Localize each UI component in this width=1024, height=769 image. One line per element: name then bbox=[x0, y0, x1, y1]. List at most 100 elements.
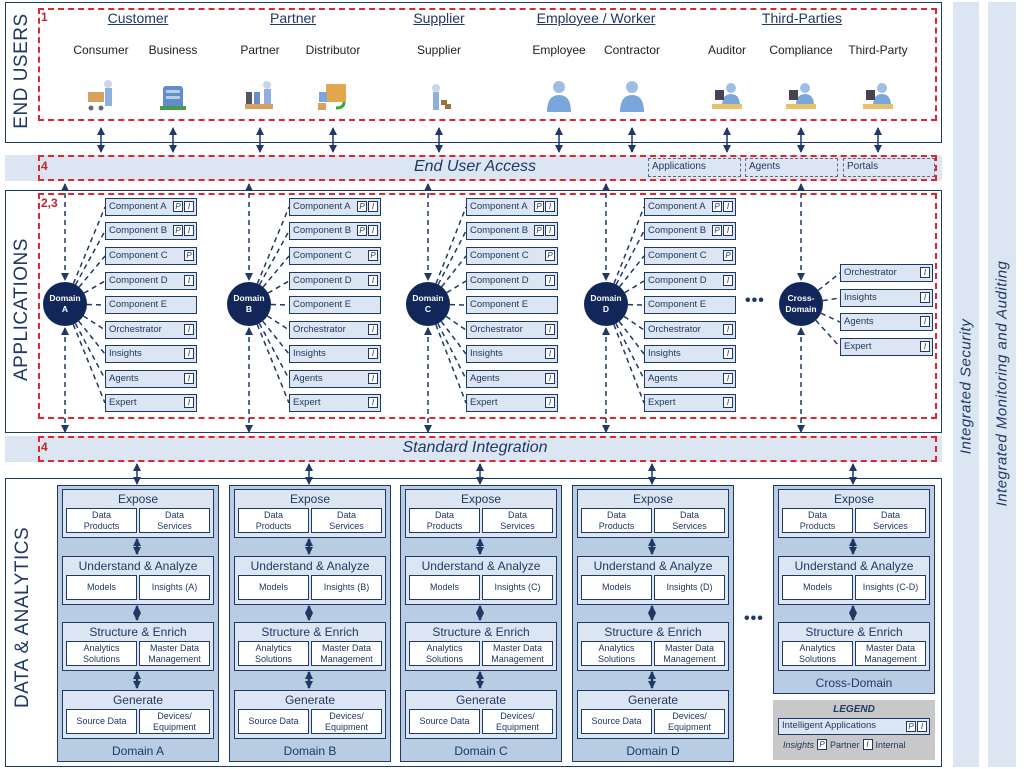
layer-item-insights[interactable]: Insights (B) bbox=[311, 575, 382, 600]
layer-item[interactable]: Models bbox=[238, 575, 309, 600]
layer-item[interactable]: Analytics Solutions bbox=[66, 641, 137, 666]
layer-item[interactable]: Data Products bbox=[409, 508, 480, 533]
shopper-cart-icon bbox=[84, 78, 118, 112]
layer-item[interactable]: Data Services bbox=[139, 508, 210, 533]
layer-item[interactable]: Analytics Solutions bbox=[581, 641, 652, 666]
layer-item[interactable]: Source Data bbox=[409, 709, 480, 734]
layer-item-insights[interactable]: Insights (D) bbox=[654, 575, 725, 600]
layer-item[interactable]: Source Data bbox=[66, 709, 137, 734]
component-label: Orchestrator bbox=[844, 267, 897, 278]
component-badges: I bbox=[723, 275, 733, 286]
layer-item[interactable]: Devices/ Equipment bbox=[311, 709, 382, 734]
layer-item[interactable]: Master Data Management bbox=[855, 641, 926, 666]
layer-item[interactable]: Master Data Management bbox=[654, 641, 725, 666]
component-component-e[interactable]: Component E bbox=[644, 296, 736, 314]
layer-item[interactable]: Data Products bbox=[238, 508, 309, 533]
layer-item[interactable]: Models bbox=[409, 575, 480, 600]
user-type-label: Contractor bbox=[603, 43, 661, 57]
layer-item[interactable]: Source Data bbox=[581, 709, 652, 734]
partner-badge: P bbox=[357, 225, 367, 236]
layer-item[interactable]: Data Services bbox=[311, 508, 382, 533]
layer-title: Generate bbox=[627, 693, 679, 707]
component-label: Component E bbox=[293, 299, 352, 310]
layer-item-insights[interactable]: Insights (C-D) bbox=[855, 575, 926, 600]
layer-item[interactable]: Devices/ Equipment bbox=[482, 709, 553, 734]
layer-item[interactable]: Master Data Management bbox=[482, 641, 553, 666]
component-label: Component B bbox=[293, 225, 352, 236]
layer-item[interactable]: Data Products bbox=[66, 508, 137, 533]
layer-item[interactable]: Analytics Solutions bbox=[782, 641, 853, 666]
layer-item-insights[interactable]: Insights (A) bbox=[139, 575, 210, 600]
component-component-e[interactable]: Component E bbox=[289, 296, 381, 314]
cross-domain-node[interactable]: Cross-Domain bbox=[779, 282, 823, 326]
layer-item[interactable]: Data Products bbox=[581, 508, 652, 533]
layer-item[interactable]: Models bbox=[581, 575, 652, 600]
layer-item[interactable]: Data Products bbox=[782, 508, 853, 533]
layer-item[interactable]: Devices/ Equipment bbox=[654, 709, 725, 734]
component-component-e[interactable]: Component E bbox=[466, 296, 558, 314]
layer-item[interactable]: Master Data Management bbox=[139, 641, 210, 666]
layer-item[interactable]: Data Services bbox=[855, 508, 926, 533]
layer-item[interactable]: Data Services bbox=[482, 508, 553, 533]
layer-item[interactable]: Models bbox=[66, 575, 137, 600]
component-component-e[interactable]: Component E bbox=[105, 296, 197, 314]
layer-item[interactable]: Source Data bbox=[238, 709, 309, 734]
layer-item[interactable]: Data Services bbox=[654, 508, 725, 533]
component-badges: I bbox=[184, 397, 194, 408]
layer-item[interactable]: Devices/ Equipment bbox=[139, 709, 210, 734]
layer-item[interactable]: Analytics Solutions bbox=[238, 641, 309, 666]
layer-item[interactable]: Master Data Management bbox=[311, 641, 382, 666]
layer-item-insights[interactable]: Insights (C) bbox=[482, 575, 553, 600]
partner-badge: P bbox=[712, 201, 722, 212]
layer-item[interactable]: Analytics Solutions bbox=[409, 641, 480, 666]
layer-item[interactable]: Models bbox=[782, 575, 853, 600]
